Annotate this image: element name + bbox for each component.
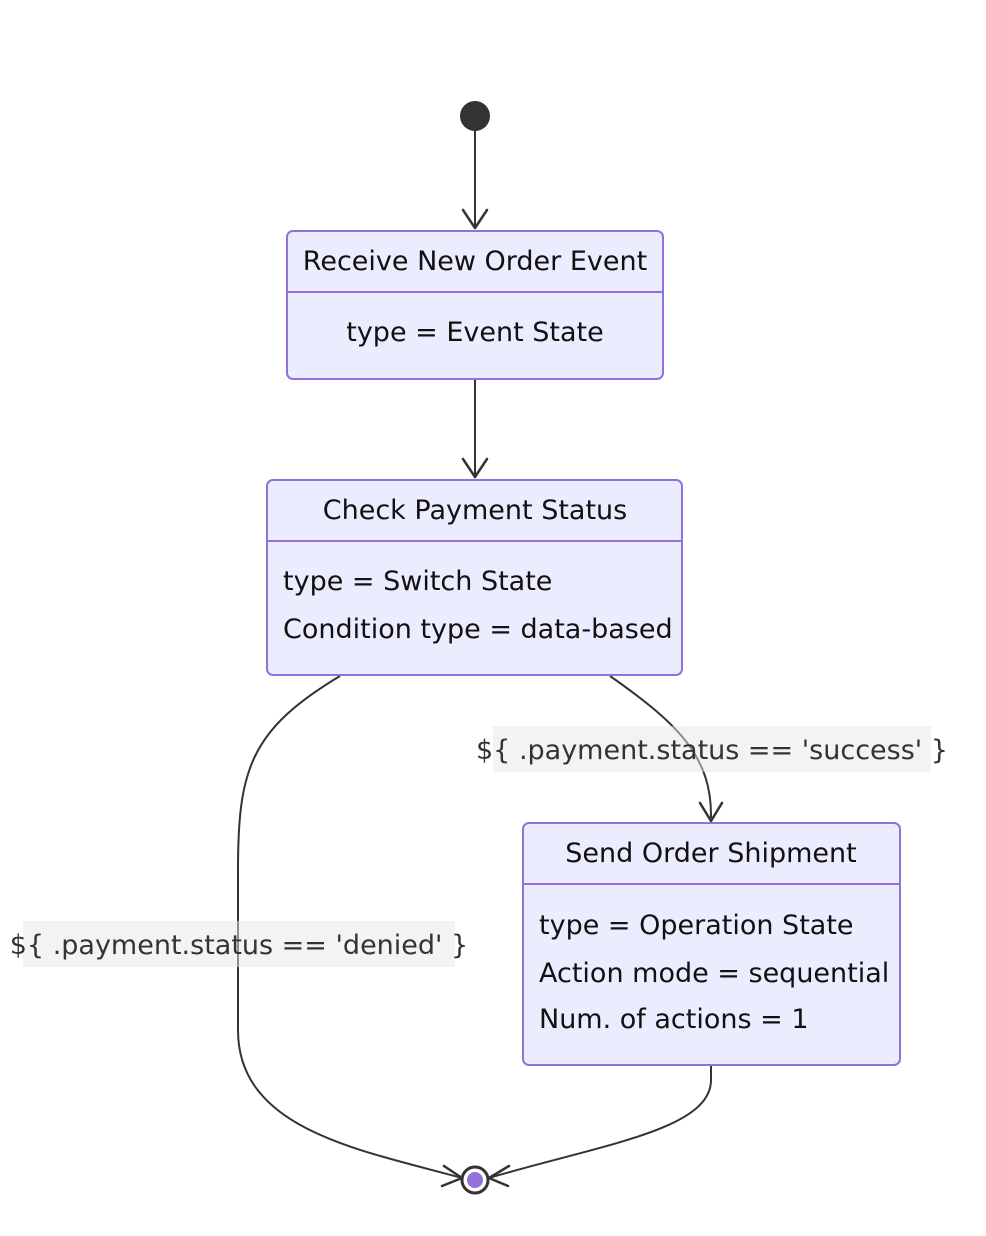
state-title: Check Payment Status bbox=[323, 495, 627, 526]
edge-shipment-to-end bbox=[488, 1066, 712, 1179]
state-attribute: type = Event State bbox=[346, 317, 604, 348]
state-receive-new-order-event: Receive New Order Event type = Event Sta… bbox=[286, 230, 664, 380]
state-attribute: Condition type = data-based bbox=[283, 614, 673, 645]
state-attribute: type = Switch State bbox=[283, 566, 552, 597]
edge-label-text: ${ .payment.status == 'success' } bbox=[476, 735, 948, 766]
state-attribute: type = Operation State bbox=[539, 910, 854, 941]
state-title: Receive New Order Event bbox=[303, 246, 647, 277]
state-title: Send Order Shipment bbox=[565, 838, 856, 869]
edge-label-text: ${ .payment.status == 'denied' } bbox=[10, 930, 468, 961]
start-node bbox=[460, 101, 490, 131]
state-send-order-shipment: Send Order Shipment type = Operation Sta… bbox=[522, 822, 901, 1066]
state-attribute: Num. of actions = 1 bbox=[539, 1004, 809, 1035]
edge-label-denied: ${ .payment.status == 'denied' } bbox=[10, 921, 468, 967]
edge-check-to-end bbox=[237, 675, 463, 1179]
state-attribute: Action mode = sequential bbox=[539, 958, 889, 989]
end-node bbox=[460, 1165, 490, 1195]
edge-label-success: ${ .payment.status == 'success' } bbox=[476, 726, 948, 772]
state-check-payment-status: Check Payment Status type = Switch State… bbox=[266, 479, 683, 676]
arrowhead-check bbox=[461, 457, 489, 479]
arrowhead-receive bbox=[461, 208, 489, 230]
arrowhead-shipment bbox=[698, 801, 724, 823]
